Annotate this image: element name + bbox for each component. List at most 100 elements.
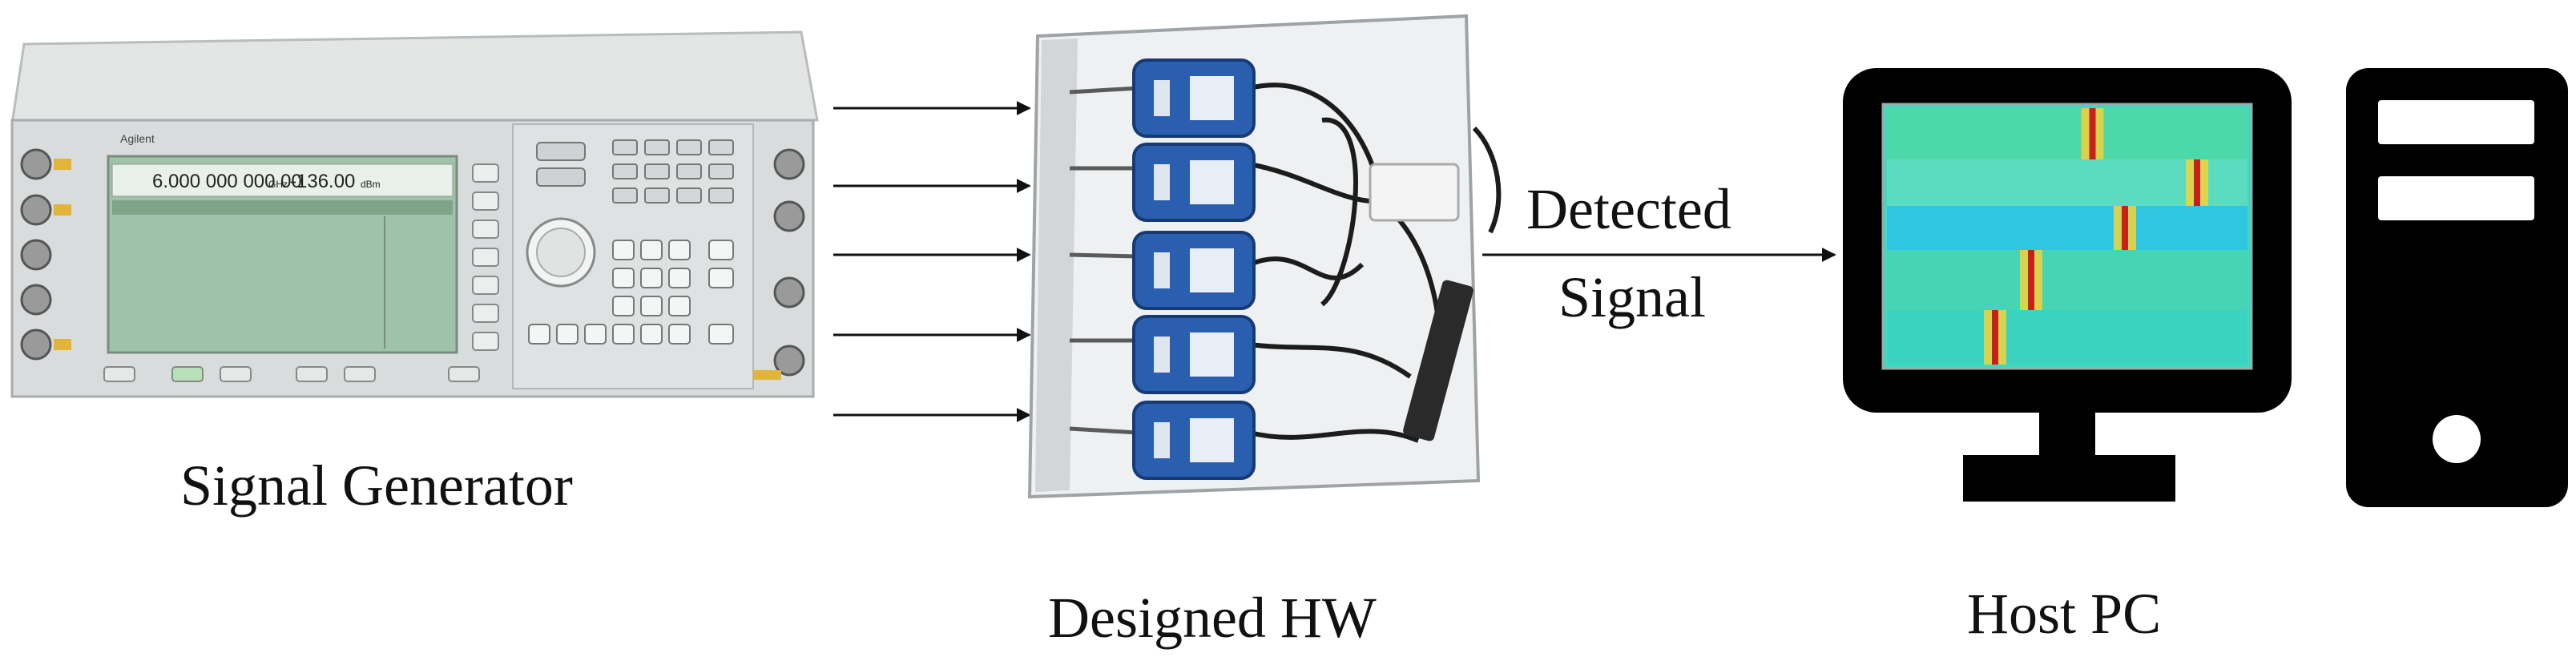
lcd-status-bar	[112, 200, 453, 215]
bottom-button-row	[103, 366, 480, 382]
enclosure-wall	[1035, 38, 1078, 492]
detector-module	[1132, 401, 1256, 480]
detector-module	[1132, 231, 1256, 310]
designed-hw-label: Designed HW	[1048, 586, 1377, 650]
softkey-column	[472, 163, 499, 351]
rf-connector-icon	[20, 148, 52, 180]
sma-cable	[1069, 86, 1139, 95]
amplitude-unit: dBm	[361, 179, 381, 190]
right-connector-column	[753, 148, 805, 380]
spectrogram-band	[1887, 108, 2247, 159]
function-button[interactable]	[536, 167, 586, 187]
key-button[interactable]	[612, 139, 638, 155]
module-label	[1190, 332, 1234, 377]
key-button[interactable]	[708, 240, 734, 260]
key-button[interactable]	[640, 268, 663, 288]
key-button[interactable]	[668, 268, 691, 288]
keypad-top	[612, 139, 734, 204]
spectrogram-peak-line	[2089, 108, 2096, 159]
softkey-button[interactable]	[472, 276, 499, 295]
key-button[interactable]	[676, 139, 702, 155]
spectrogram-peaks	[1984, 108, 2208, 365]
panel-button[interactable]	[448, 366, 480, 382]
cable	[1249, 83, 1381, 185]
module-tag	[1154, 337, 1170, 373]
softkey-button[interactable]	[472, 163, 499, 183]
rf-connector-icon	[20, 328, 52, 361]
spectrogram-peak-line	[2194, 159, 2200, 206]
key-button[interactable]	[668, 324, 691, 345]
key-button[interactable]	[640, 240, 663, 260]
panel-button[interactable]	[171, 366, 204, 382]
key-button[interactable]	[644, 163, 670, 179]
key-button[interactable]	[556, 324, 578, 345]
key-button[interactable]	[668, 296, 691, 316]
cable	[1249, 429, 1420, 443]
rf-connector-icon	[20, 194, 52, 226]
key-button[interactable]	[612, 296, 635, 316]
softkey-button[interactable]	[472, 220, 499, 239]
key-button[interactable]	[676, 187, 702, 204]
key-button[interactable]	[584, 324, 607, 345]
connector-tab-icon	[54, 159, 71, 170]
key-button[interactable]	[612, 324, 635, 345]
cable	[1472, 126, 1502, 234]
spectrogram-frame	[1881, 103, 2253, 370]
key-button[interactable]	[708, 187, 734, 204]
host-pc-label: Host PC	[1967, 582, 2161, 646]
key-button[interactable]	[644, 187, 670, 204]
key-button[interactable]	[640, 324, 663, 345]
key-button[interactable]	[708, 163, 734, 179]
key-button[interactable]	[676, 163, 702, 179]
amplitude-readout: -136.00	[290, 171, 355, 192]
spectrogram-peak-line	[2028, 250, 2034, 310]
softkey-button[interactable]	[472, 304, 499, 323]
usb-hub	[1369, 163, 1460, 222]
spectrogram-band	[1887, 206, 2247, 250]
module-tag	[1154, 422, 1170, 458]
function-button[interactable]	[536, 142, 586, 161]
key-button[interactable]	[612, 240, 635, 260]
key-button[interactable]	[612, 163, 638, 179]
power-button-icon	[2433, 415, 2481, 463]
spectrogram-peak-line	[1992, 310, 1998, 365]
key-button[interactable]	[708, 268, 734, 288]
key-button[interactable]	[668, 240, 691, 260]
input-connectors	[1069, 86, 1139, 435]
softkey-button[interactable]	[472, 332, 499, 351]
rf-connector-icon	[773, 200, 805, 232]
spectrogram-band	[1887, 310, 2247, 365]
key-button[interactable]	[612, 187, 638, 204]
panel-button[interactable]	[220, 366, 252, 382]
detector-module	[1132, 143, 1256, 222]
rf-connector-icon	[20, 284, 52, 316]
panel-button[interactable]	[344, 366, 376, 382]
connector-tab-icon	[54, 339, 71, 350]
module-tag	[1154, 164, 1170, 200]
key-button[interactable]	[612, 268, 635, 288]
panel-button[interactable]	[296, 366, 328, 382]
key-button[interactable]	[708, 139, 734, 155]
softkey-button[interactable]	[472, 248, 499, 267]
input-arrows	[833, 101, 1031, 422]
key-button[interactable]	[640, 296, 663, 316]
softkey-button[interactable]	[472, 191, 499, 211]
panel-button[interactable]	[103, 366, 135, 382]
brand-label: Agilent	[120, 132, 155, 145]
connector-tab-icon	[54, 204, 71, 216]
monitor-base	[1963, 455, 2175, 502]
spectrogram-band	[1887, 250, 2247, 310]
cable	[1320, 117, 1358, 307]
left-connector-column	[20, 148, 71, 361]
sma-cable	[1069, 252, 1139, 259]
detector-module	[1132, 315, 1256, 394]
key-button[interactable]	[708, 324, 734, 345]
drive-bay	[2378, 100, 2534, 144]
key-button[interactable]	[528, 324, 550, 345]
frequency-unit: GHz	[268, 179, 288, 190]
rf-connector-icon	[20, 239, 52, 271]
key-button[interactable]	[644, 139, 670, 155]
frequency-readout: 6.000 000 000 00	[152, 171, 302, 192]
module-label	[1190, 248, 1234, 292]
rf-connector-icon	[773, 148, 805, 180]
